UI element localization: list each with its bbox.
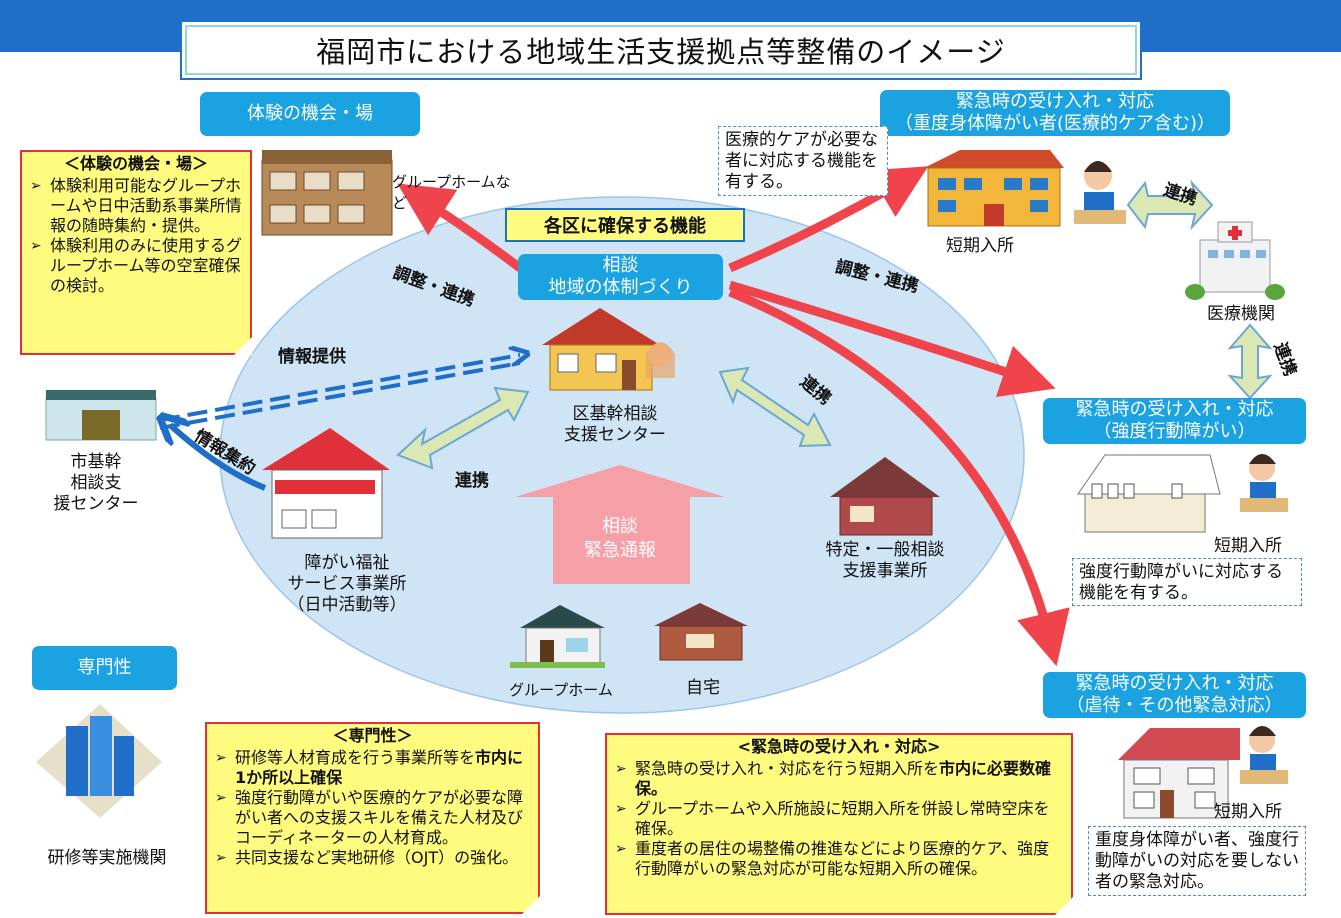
consult-up-arrow [515, 465, 725, 584]
short-stay-caption-2: 短期入所 [1214, 536, 1282, 556]
short-stay-caption-1: 短期入所 [946, 236, 1014, 256]
medical-function-note: 医療的ケアが必要な者に対応する機能を有する。 [718, 126, 888, 196]
short-stay-building-icon-1 [924, 150, 1064, 227]
consult-office-icon [830, 457, 940, 536]
operator-icon-2 [1240, 454, 1288, 512]
list-item: 共同支援など実地研修（OJT）の強化。 [215, 848, 532, 868]
up-arrow-caption: 相談 緊急通報 [584, 516, 656, 561]
city-center-caption: 市基幹 相談支 援センター [53, 452, 139, 514]
list-item: 体験利用のみに使用するグループホーム等の空室確保の検討。 [30, 236, 244, 296]
link-arrow-medical [1126, 179, 1214, 231]
red-arrow-behavior [728, 280, 1056, 398]
info-provide-label: 情報提供 [278, 347, 346, 367]
list-item: グループホームや入所施設に短期入所を併設し常時空床を確保。 [615, 799, 1065, 839]
link-left-label: 連携 [455, 471, 489, 491]
home-icon [654, 603, 748, 661]
ward-center-house-icon [542, 308, 675, 391]
list-item: 強度行動障がいや医療的ケアが必要な障がい者への支援スキルを備えた人材及びコーディ… [215, 788, 532, 848]
emergency-note: <緊急時の受け入れ・対応> 緊急時の受け入れ・対応を行う短期入所を市内に必要数確… [605, 733, 1073, 915]
operator-icon-1 [1074, 161, 1126, 224]
emergency-medical-label: 緊急時の受け入れ・対応 （重度身体障がい者(医療的ケア含む)） [880, 90, 1230, 136]
expertise-note: ＜専門性＞ 研修等人材育成を行う事業所等を市内に1か所以上確保 強度行動障がいや… [205, 722, 540, 914]
home-caption: 自宅 [686, 678, 720, 698]
info-provide-arrow [159, 355, 520, 422]
list-item: 体験利用可能なグループホームや日中活動系事業所情報の随時集約・提供。 [30, 176, 244, 236]
consult-office-caption: 特定・一般相談 支援事業所 [825, 540, 945, 581]
training-caption: 研修等実施機関 [47, 848, 167, 868]
link-arrow-vertical [1227, 323, 1273, 400]
medical-institution-caption: 医療機関 [1207, 304, 1275, 324]
group-home-etc-caption: グループホームなど [392, 173, 511, 212]
short-stay-caption-3: 短期入所 [1214, 802, 1282, 822]
red-arrow-abuse [728, 287, 1070, 667]
welfare-office-caption: 障がい福祉 サービス事業所 （日中活動等） [287, 553, 407, 615]
group-home-icon [510, 605, 605, 668]
ward-function-label: 各区に確保する機能 [505, 208, 745, 242]
experience-note: ＜体験の機会・場＞ 体験利用可能なグループホームや日中活動系事業所情報の随時集約… [20, 150, 252, 355]
red-arrow-experience [397, 183, 523, 272]
info-collect-arrow [170, 425, 267, 491]
group-home-building-icon [261, 150, 393, 236]
emergency-abuse-label: 緊急時の受け入れ・対応 （虐待・その他緊急対応） [1043, 672, 1306, 718]
page-title: 福岡市における地域生活支援拠点等整備のイメージ [180, 20, 1142, 80]
hospital-icon [1185, 221, 1285, 300]
short-stay-building-icon-3 [1118, 728, 1240, 819]
short-stay-building-icon-2 [1077, 454, 1221, 533]
center-consult-label: 相談 地域の体制づくり [518, 254, 723, 300]
group-home-caption: グループホーム [509, 681, 613, 699]
behavior-function-note: 強度行動障がいに対応する機能を有する。 [1072, 558, 1302, 606]
ward-ellipse [219, 196, 1025, 714]
city-center-building-icon [45, 390, 157, 441]
list-item: 重度者の居住の場整備の推進などにより医療的ケア、強度行動障がいの緊急対応が可能な… [615, 839, 1065, 879]
link-arrow-right [718, 366, 832, 448]
ward-center-caption: 区基幹相談 支援センター [564, 404, 666, 445]
operator-icon-3 [1240, 726, 1288, 784]
list-item: 研修等人材育成を行う事業所等を市内に1か所以上確保 [215, 748, 532, 788]
training-institution-icon [36, 704, 162, 818]
expertise-label: 専門性 [32, 646, 177, 690]
abuse-function-note: 重度身体障がい者、強度行動障がいの対応を要しない者の緊急対応。 [1088, 826, 1306, 896]
list-item: 緊急時の受け入れ・対応を行う短期入所を市内に必要数確保。 [615, 759, 1065, 799]
welfare-office-icon [262, 428, 390, 539]
emergency-behavior-label: 緊急時の受け入れ・対応 （強度行動障がい） [1043, 398, 1306, 444]
link-arrow-left [396, 386, 530, 470]
experience-label: 体験の機会・場 [200, 92, 420, 136]
